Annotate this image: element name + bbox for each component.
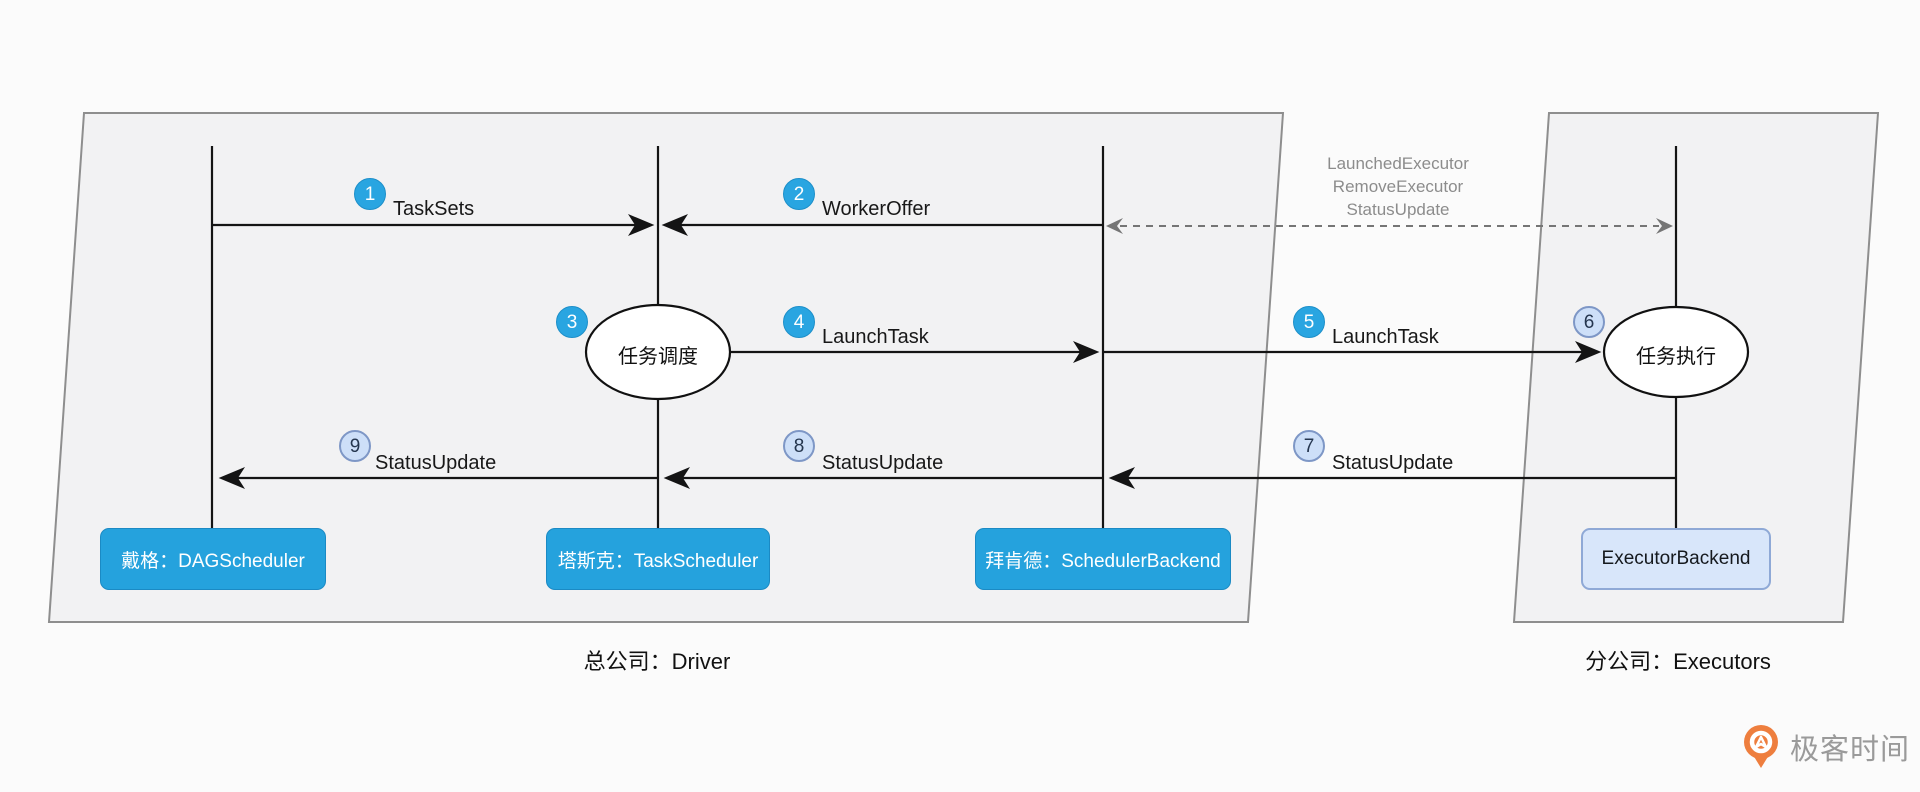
- geektime-logo: 极客时间: [1740, 722, 1910, 772]
- task-scheduling-ellipse: [584, 303, 732, 401]
- label-launchtask-outer: LaunchTask: [1332, 326, 1439, 348]
- task-execution-ellipse: [1602, 305, 1750, 399]
- task-scheduling-label: 任务调度: [618, 346, 698, 368]
- geektime-logo-icon: [1744, 725, 1778, 768]
- actor-executorbackend: ExecutorBackend: [1581, 528, 1771, 590]
- badge-4: 4: [783, 306, 815, 338]
- note-line-2: RemoveExecutor: [1332, 177, 1464, 196]
- badge-5: 5: [1293, 306, 1325, 338]
- badge-2: 2: [783, 178, 815, 210]
- dashed-arrowhead-right: [1656, 218, 1673, 234]
- label-workeroffer: WorkerOffer: [822, 198, 931, 220]
- badge-8: 8: [783, 430, 815, 462]
- label-statusupdate-7: StatusUpdate: [1332, 452, 1454, 474]
- driver-group-label: 总公司：Driver: [583, 649, 731, 674]
- note-line-3: StatusUpdate: [1346, 200, 1450, 219]
- label-tasksets: TaskSets: [393, 198, 475, 220]
- badge-7: 7: [1293, 430, 1325, 462]
- label-statusupdate-8: StatusUpdate: [822, 452, 944, 474]
- actor-dagscheduler: 戴格：DAGScheduler: [100, 528, 326, 590]
- executors-group-label: 分公司：Executors: [1585, 649, 1771, 674]
- label-launchtask-inner: LaunchTask: [822, 326, 929, 348]
- dashed-arrow-note: LaunchedExecutor RemoveExecutor StatusUp…: [1280, 152, 1516, 221]
- badge-9: 9: [339, 430, 371, 462]
- geektime-logo-text: 极客时间: [1790, 734, 1911, 766]
- dashed-arrowhead-left: [1106, 218, 1123, 234]
- badge-6: 6: [1573, 306, 1605, 338]
- badge-3: 3: [556, 306, 588, 338]
- badge-1: 1: [354, 178, 386, 210]
- actor-taskscheduler: 塔斯克：TaskScheduler: [546, 528, 770, 590]
- actor-schedulerbackend: 拜肯德：SchedulerBackend: [975, 528, 1231, 590]
- task-execution-label: 任务执行: [1636, 346, 1716, 368]
- label-statusupdate-9: StatusUpdate: [375, 452, 497, 474]
- note-line-1: LaunchedExecutor: [1327, 154, 1469, 173]
